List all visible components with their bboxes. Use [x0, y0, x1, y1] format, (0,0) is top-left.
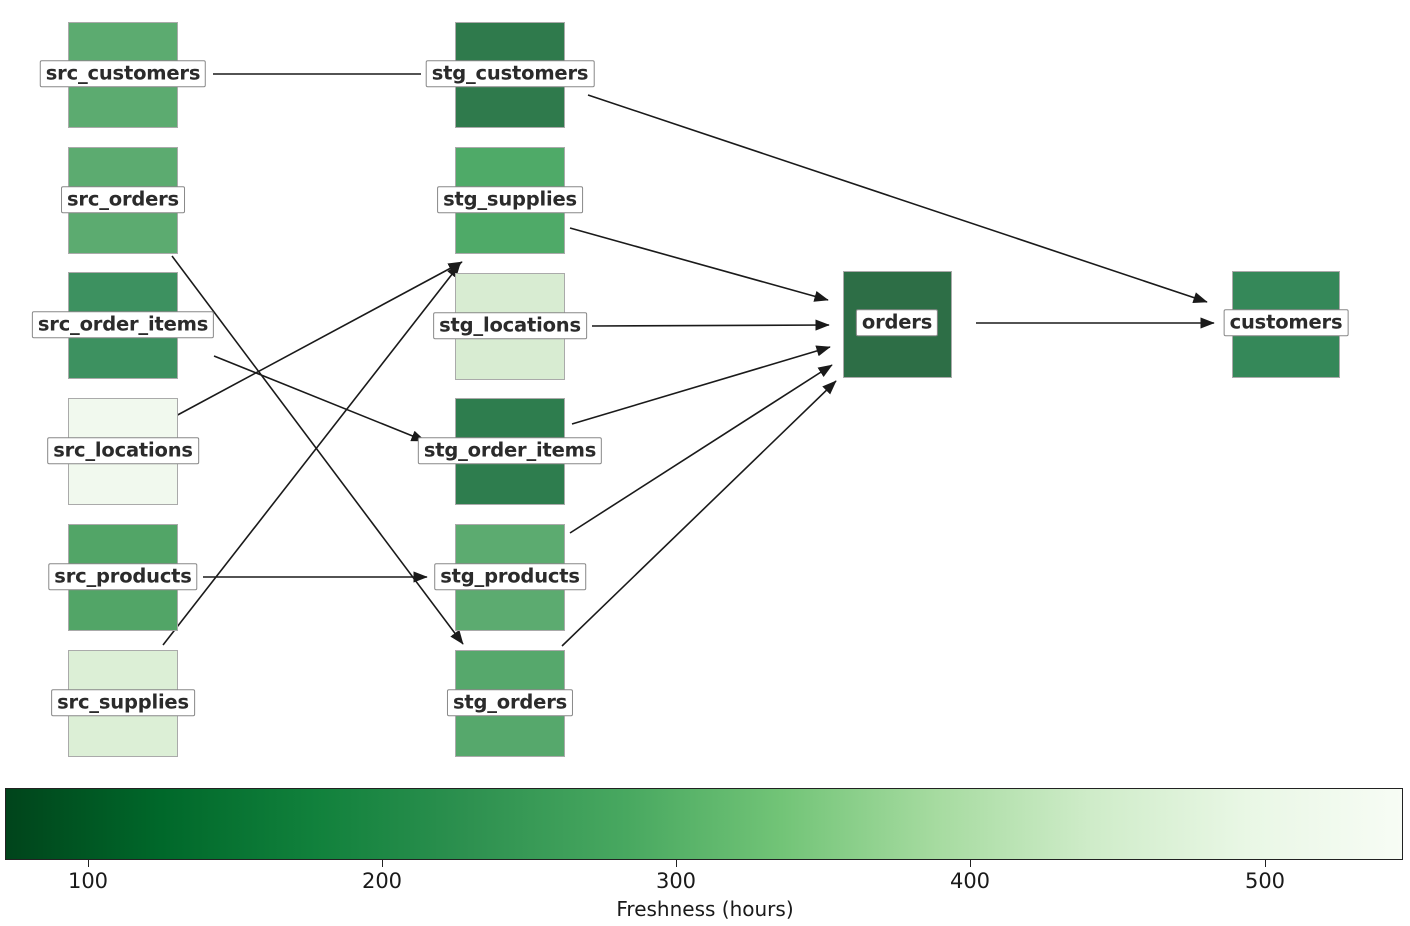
- edge-stg_supplies-to-orders: [569, 227, 829, 302]
- colorbar-tick-400: [970, 860, 971, 867]
- node-label-src_customers: src_customers: [39, 60, 207, 88]
- colorbar-tick-label-200: 200: [361, 869, 403, 893]
- colorbar-tick-label-100: 100: [67, 869, 109, 893]
- node-label-stg_locations: stg_locations: [433, 312, 587, 340]
- node-label-stg_orders: stg_orders: [446, 689, 574, 717]
- edge-stg_order_items-to-orders: [571, 345, 831, 425]
- edge-stg_orders-to-orders: [561, 380, 837, 647]
- node-label-src_order_items: src_order_items: [31, 311, 215, 339]
- edge-stg_locations-to-orders: [591, 319, 830, 331]
- edge-src_locations-to-stg_locations: [171, 261, 463, 419]
- edge-src_order_items-to-stg_order_items: [213, 355, 426, 442]
- node-label-stg_customers: stg_customers: [425, 60, 595, 88]
- colorbar-axis-label: Freshness (hours): [616, 897, 794, 921]
- node-label-orders: orders: [855, 309, 939, 337]
- colorbar-tick-100: [88, 860, 89, 867]
- colorbar[interactable]: [5, 788, 1403, 860]
- node-label-stg_products: stg_products: [434, 563, 586, 591]
- node-label-stg_order_items: stg_order_items: [417, 437, 603, 465]
- colorbar-tick-300: [676, 860, 677, 867]
- node-label-stg_supplies: stg_supplies: [437, 186, 583, 214]
- node-label-src_locations: src_locations: [47, 437, 199, 465]
- colorbar-tick-label-500: 500: [1244, 869, 1286, 893]
- colorbar-tick-200: [382, 860, 383, 867]
- node-label-customers: customers: [1223, 309, 1349, 337]
- edge-stg_products-to-orders: [569, 364, 833, 534]
- colorbar-tick-500: [1265, 860, 1266, 867]
- colorbar-tick-label-400: 400: [949, 869, 991, 893]
- colorbar-gradient: [5, 788, 1403, 860]
- node-label-src_supplies: src_supplies: [51, 689, 195, 717]
- colorbar-tick-label-300: 300: [655, 869, 697, 893]
- node-label-src_products: src_products: [48, 563, 198, 591]
- node-label-src_orders: src_orders: [61, 186, 185, 214]
